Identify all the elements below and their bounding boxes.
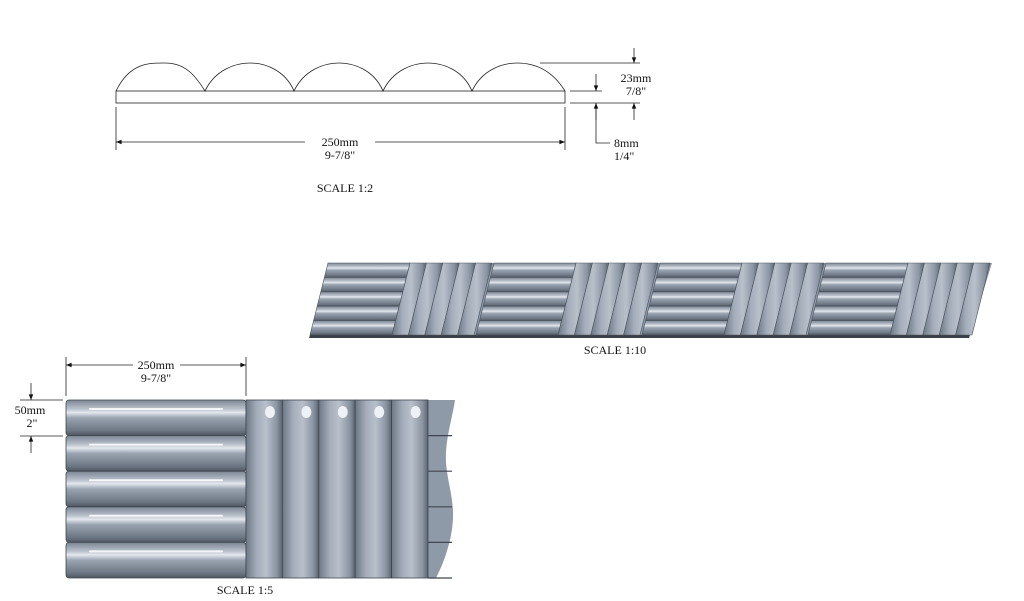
rib-mm-label: 50mm [15, 403, 46, 417]
strip-diagonal-rib [457, 262, 493, 336]
width-mm-label: 250mm [138, 358, 175, 372]
horizontal-rib [65, 542, 247, 579]
profile-view: 250mm 9-7/8" 23mm 7/8" 8mm 1/4" SCALE 1:… [115, 48, 652, 195]
rib-highlight [374, 406, 385, 418]
rib-highlight [410, 406, 421, 418]
strip-ribs [309, 262, 991, 336]
vertical-rib [354, 399, 393, 579]
strip-horizontal-rib [486, 277, 573, 293]
strip-horizontal-rib [316, 291, 404, 307]
strip-shadow [309, 335, 970, 338]
strip-horizontal-rib [313, 305, 400, 321]
rib-highlight [301, 406, 312, 418]
strip-horizontal-rib [482, 291, 570, 307]
rib-in-label: 2" [27, 416, 38, 430]
horizontal-rib [65, 470, 247, 508]
strip-horizontal-rib [648, 291, 736, 307]
base-mm-label: 8mm [614, 136, 639, 150]
strip-horizontal-rib [822, 262, 909, 278]
strip-horizontal-rib [641, 320, 728, 336]
strip-horizontal-rib [309, 320, 396, 336]
strip-diagonal-rib [789, 262, 825, 336]
vertical-rib [245, 399, 283, 579]
base-in-label: 1/4" [614, 149, 634, 163]
strip-horizontal-rib [479, 305, 566, 321]
strip-horizontal-rib [652, 277, 739, 293]
profile-domes [115, 62, 566, 92]
scale-label: SCALE 1:2 [317, 181, 373, 195]
height-mm-label: 23mm [621, 71, 652, 85]
detail-stubs [427, 400, 452, 579]
broken-edge [428, 400, 455, 578]
height-in-label: 7/8" [626, 84, 646, 98]
detail-view: 250mm 9-7/8" 50mm 2" SCALE 1:5 [15, 357, 455, 597]
strip-horizontal-rib [475, 320, 562, 336]
strip-horizontal-rib [807, 320, 894, 336]
strip-horizontal-rib [818, 277, 905, 293]
rib-highlight [337, 406, 348, 418]
length-mm-label: 250mm [322, 135, 359, 149]
horizontal-rib [65, 399, 247, 436]
strip-horizontal-rib [811, 305, 898, 321]
scale-label: SCALE 1:5 [217, 583, 273, 597]
vertical-rib [318, 399, 356, 579]
dimension-leader [595, 103, 610, 144]
length-in-label: 9-7/8" [325, 148, 355, 162]
strip-view: SCALE 1:10 [309, 262, 992, 357]
strip-horizontal-rib [814, 291, 902, 307]
horizontal-rib [65, 506, 247, 543]
width-in-label: 9-7/8" [141, 371, 171, 385]
scale-label: SCALE 1:10 [584, 343, 646, 357]
vertical-rib [391, 399, 429, 579]
strip-horizontal-rib [320, 277, 407, 293]
strip-horizontal-rib [490, 262, 577, 278]
horizontal-rib [65, 435, 247, 472]
strip-horizontal-rib [324, 262, 411, 278]
rib-highlight [265, 406, 275, 418]
strip-horizontal-rib [656, 262, 743, 278]
strip-horizontal-rib [645, 305, 732, 321]
detail-ribs [65, 399, 429, 579]
strip-diagonal-rib [623, 262, 659, 336]
profile-base [115, 90, 566, 104]
vertical-rib [281, 399, 320, 579]
strip-diagonal-rib [955, 262, 991, 336]
